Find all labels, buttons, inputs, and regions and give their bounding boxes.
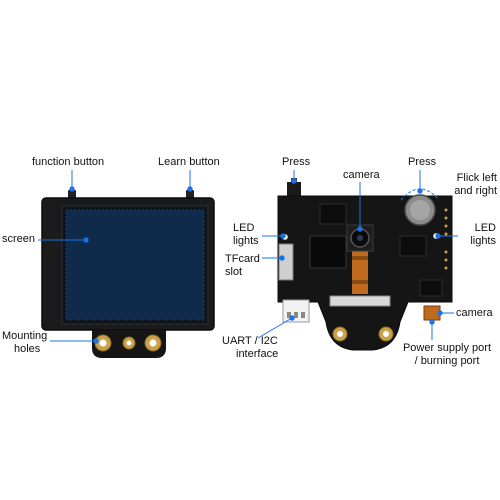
chip-3 [419, 279, 443, 297]
label-flick: Flick left and right [454, 172, 497, 197]
label-mounting-holes: Mounting holes [2, 330, 48, 355]
label-camera-top: camera [343, 169, 380, 181]
label-learn-button: Learn button [158, 156, 220, 168]
label-led-right: LED lights [470, 222, 496, 247]
screen-border [65, 209, 205, 321]
label-led-left: LED lights [233, 222, 259, 247]
right-leaders [257, 170, 458, 340]
label-screen: screen [2, 233, 36, 245]
chip-2 [399, 235, 427, 257]
main-board [277, 178, 453, 351]
screen-module [41, 190, 215, 358]
chip-1 [319, 203, 347, 225]
ribbon-connector [329, 295, 391, 307]
label-uart: UART / I2C interface [222, 335, 279, 360]
press-button-left [287, 182, 301, 198]
label-function-button: function button [32, 156, 105, 168]
screen-panel [66, 210, 204, 320]
label-camera-right: camera [456, 307, 493, 319]
chip-main [309, 235, 347, 269]
label-press-right: Press [408, 156, 437, 168]
camera-ribbon [352, 248, 368, 294]
tfcard-slot [278, 243, 294, 281]
label-power: Power supply port / burning port [402, 342, 492, 367]
uart-connector [282, 299, 310, 323]
left-leaders [38, 170, 193, 344]
label-press-left: Press [282, 156, 311, 168]
label-tfcard: TFcard slot [225, 253, 260, 278]
